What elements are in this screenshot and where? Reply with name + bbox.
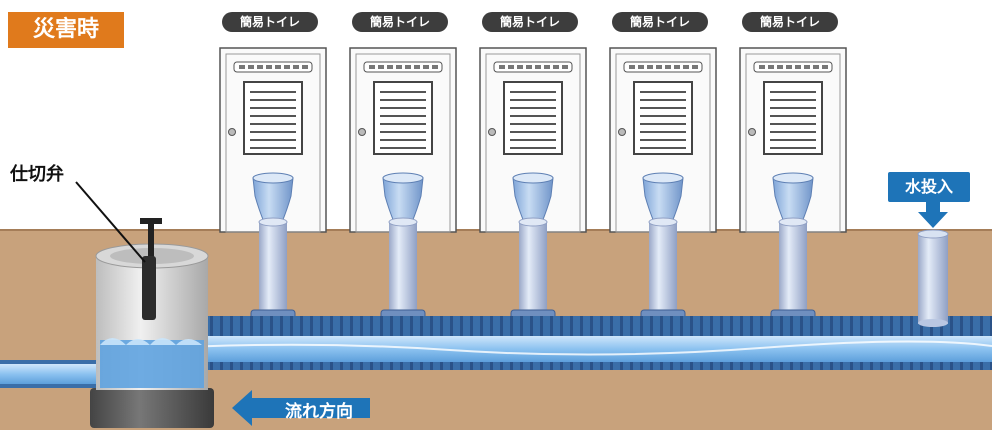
- water-inlet-label: 水投入: [888, 172, 970, 202]
- valve-leader-line: [75, 181, 146, 263]
- toilet-funnel: [252, 172, 294, 223]
- toilet-funnel: [382, 172, 424, 223]
- manhole-water: [100, 340, 204, 388]
- gate-valve: [140, 218, 162, 320]
- riser-pipe: [770, 217, 816, 325]
- flow-direction-label: 流れ方向: [285, 402, 353, 422]
- toilet-label: 簡易トイレ: [222, 12, 318, 32]
- disaster-badge: 災害時: [8, 12, 124, 48]
- flow-arrow: [232, 390, 370, 426]
- water-inlet-riser: [917, 229, 949, 327]
- riser-pipe: [250, 217, 296, 325]
- toilet-booths: [219, 47, 847, 325]
- toilet-funnel: [642, 172, 684, 223]
- main-pipe-water: [148, 336, 992, 362]
- toilet-label: 簡易トイレ: [742, 12, 838, 32]
- toilet-label: 簡易トイレ: [352, 12, 448, 32]
- toilet-booth: [739, 47, 847, 233]
- water-inlet-arrow: [918, 200, 948, 228]
- riser-pipe: [510, 217, 556, 325]
- toilet-booth: [349, 47, 457, 233]
- toilet-label: 簡易トイレ: [612, 12, 708, 32]
- valve-label: 仕切弁: [10, 164, 64, 185]
- toilet-funnel: [512, 172, 554, 223]
- toilet-label: 簡易トイレ: [482, 12, 578, 32]
- riser-pipe: [640, 217, 686, 325]
- toilet-booth: [219, 47, 327, 233]
- toilet-booth: [479, 47, 587, 233]
- manhole-base: [90, 388, 214, 428]
